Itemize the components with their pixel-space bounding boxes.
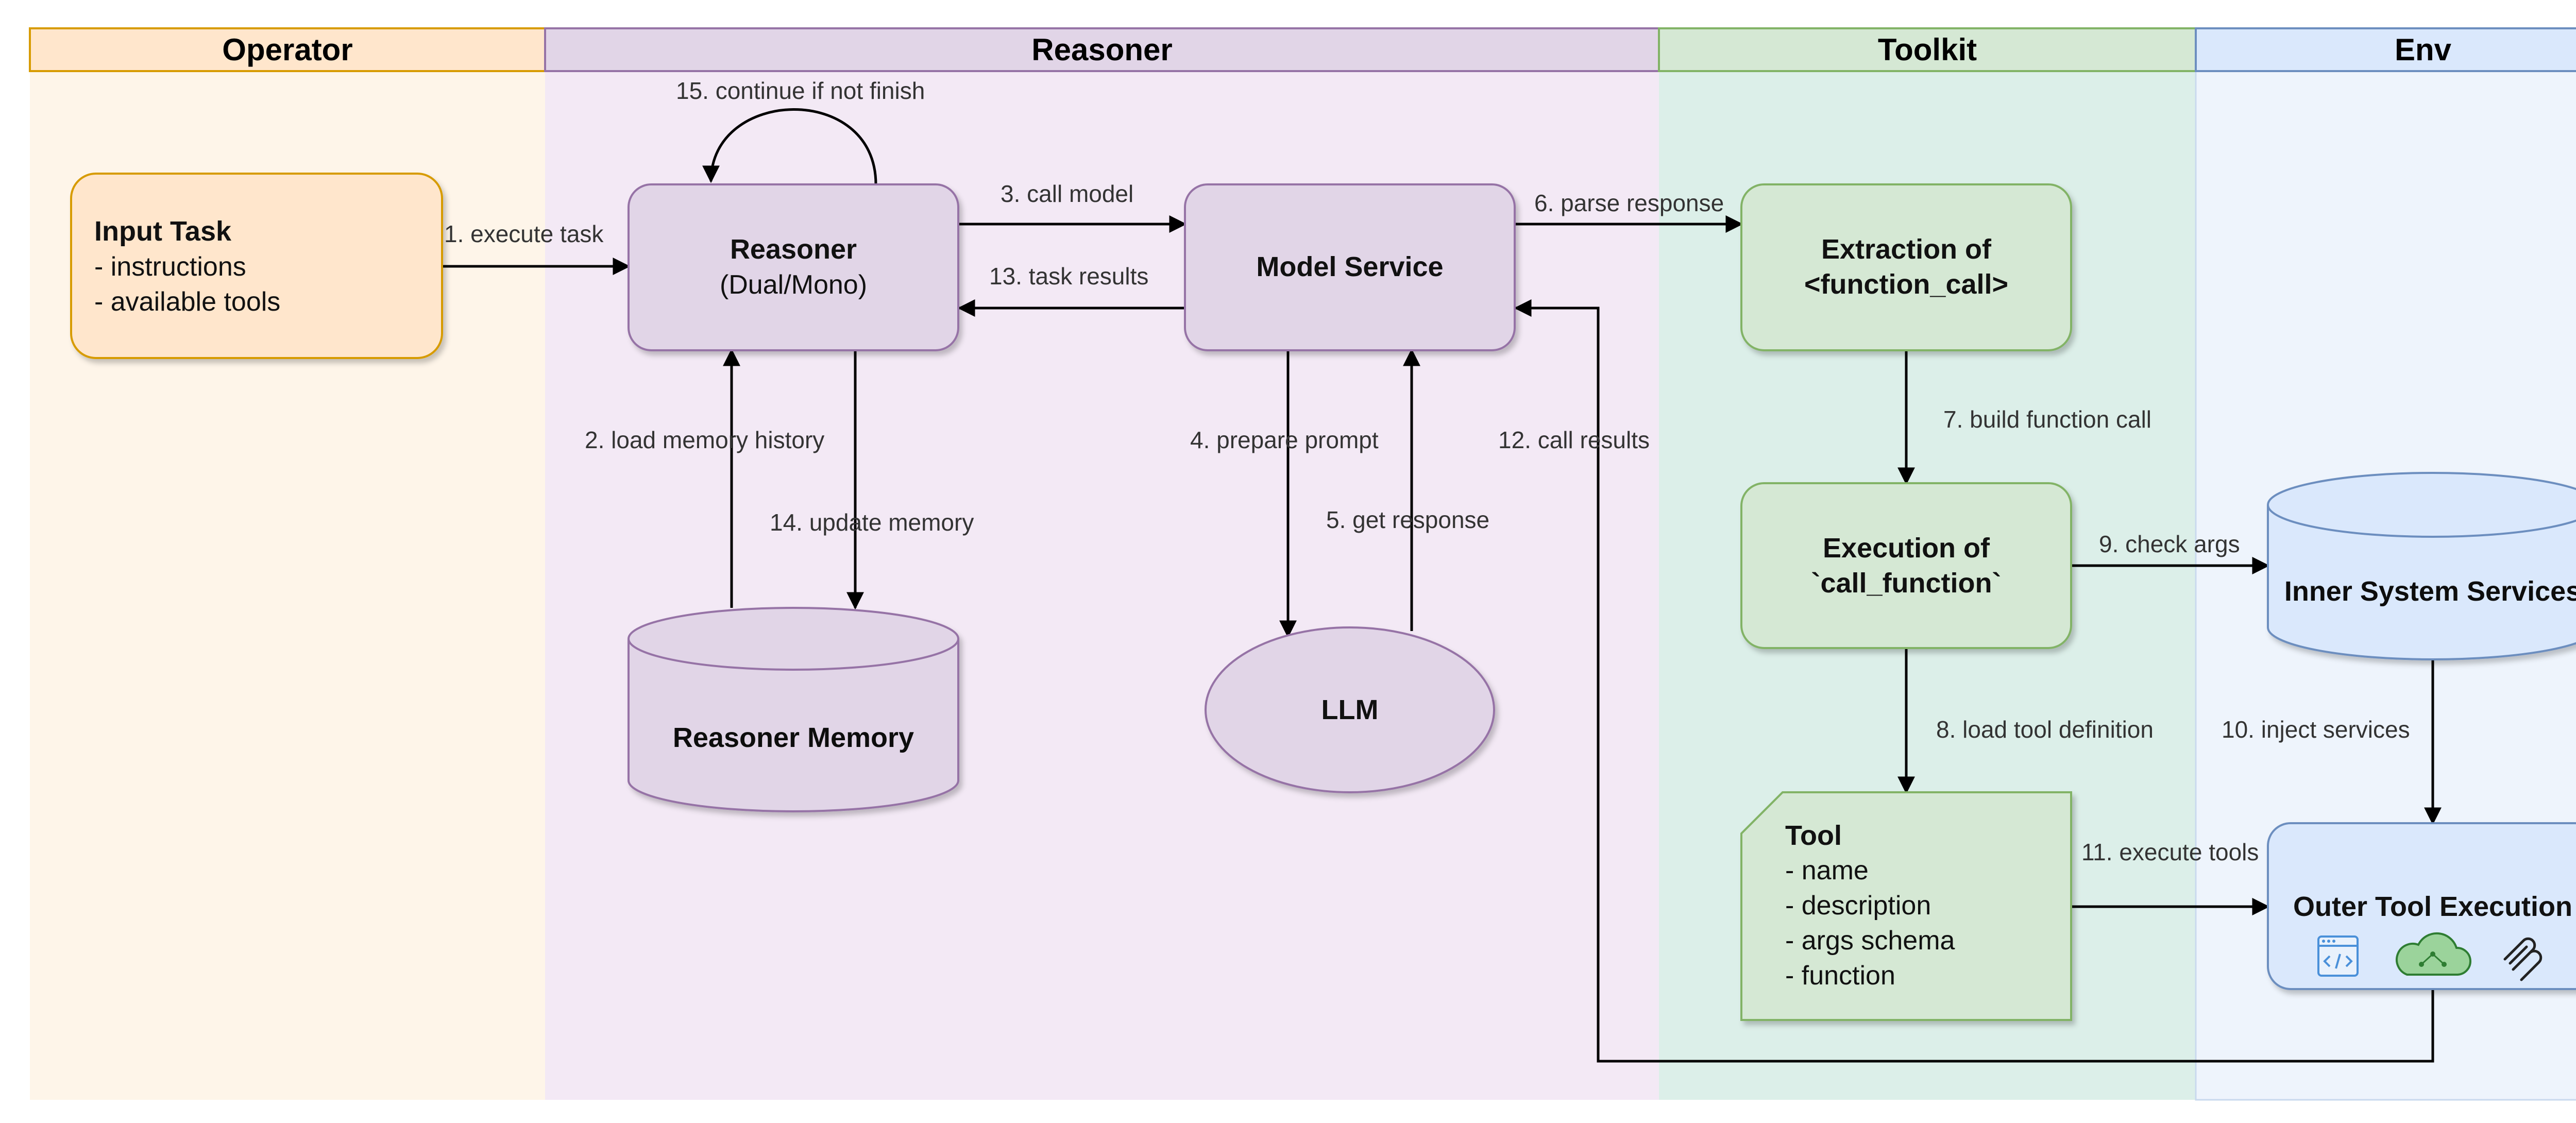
node-outer-tool-execution: Outer Tool Execution — [2267, 822, 2576, 990]
node-execution: Execution of `call_function` — [1740, 482, 2072, 649]
node-extraction: Extraction of <function_call> — [1740, 183, 2072, 351]
lane-title-operator: Operator — [222, 32, 352, 67]
edge-label-12: 12. call results — [1498, 427, 1650, 453]
node-tool: Tool - name - description - args schema … — [1740, 791, 2072, 1021]
edge-label-15: 15. continue if not finish — [676, 77, 925, 104]
inner-services-title: Inner System Services — [2284, 576, 2576, 607]
edges — [442, 108, 2442, 1063]
edge-labels: 1. execute task 2. load memory history 3… — [444, 77, 2410, 865]
input-task-line: - available tools — [94, 287, 280, 317]
reasoner-memory-title: Reasoner Memory — [673, 722, 914, 753]
extraction-line2: <function_call> — [1804, 269, 2008, 300]
model-service-title: Model Service — [1256, 251, 1443, 282]
lane-title-env: Env — [2395, 32, 2452, 67]
code-window-icon — [2317, 935, 2359, 977]
cloud-network-icon — [2395, 932, 2471, 976]
edge-label-1: 1. execute task — [444, 220, 604, 247]
lane-title-reasoner: Reasoner — [1031, 32, 1172, 67]
outer-tool-title: Outer Tool Execution — [2293, 891, 2572, 922]
tool-line: - args schema — [1785, 926, 1955, 956]
edge-label-14: 14. update memory — [770, 509, 974, 536]
edge-label-7: 7. build function call — [1943, 406, 2151, 433]
edge-label-9: 9. check args — [2099, 531, 2240, 557]
llm-title: LLM — [1321, 694, 1379, 725]
edge-label-4: 4. prepare prompt — [1190, 427, 1379, 453]
tool-line: - name — [1785, 856, 1869, 886]
lane-title-toolkit: Toolkit — [1878, 32, 1977, 67]
edge-label-13: 13. task results — [989, 263, 1148, 290]
extraction-line1: Extraction of — [1821, 234, 1992, 265]
edge-12 — [1514, 299, 2434, 1063]
node-model-service: Model Service — [1184, 183, 1516, 351]
edge-label-6: 6. parse response — [1534, 190, 1724, 216]
reasoner-title: Reasoner — [730, 234, 857, 265]
input-task-title: Input Task — [94, 216, 232, 247]
execution-line1: Execution of — [1823, 533, 1990, 564]
edge-label-5: 5. get response — [1326, 506, 1489, 533]
node-reasoner: Reasoner (Dual/Mono) — [628, 183, 959, 351]
node-reasoner-memory: Reasoner Memory — [628, 607, 959, 812]
edge-label-11: 11. execute tools — [2081, 839, 2259, 865]
node-input-task: Input Task - instructions - available to… — [70, 173, 443, 359]
tool-title: Tool — [1785, 820, 1842, 851]
mcp-icon — [2503, 937, 2543, 981]
input-task-line: - instructions — [94, 252, 246, 282]
execution-line2: `call_function` — [1811, 568, 2001, 599]
reasoner-subtitle: (Dual/Mono) — [720, 270, 867, 300]
edge-15 — [702, 108, 877, 185]
node-llm: LLM — [1205, 626, 1495, 793]
tool-line: - function — [1785, 961, 1895, 991]
node-inner-system-services: Inner System Services — [2267, 472, 2576, 660]
edge-label-8: 8. load tool definition — [1936, 716, 2154, 743]
tool-line: - description — [1785, 891, 1931, 921]
edge-label-10: 10. inject services — [2222, 716, 2410, 743]
edge-label-2: 2. load memory history — [585, 427, 824, 453]
edge-label-3: 3. call model — [1001, 180, 1133, 207]
